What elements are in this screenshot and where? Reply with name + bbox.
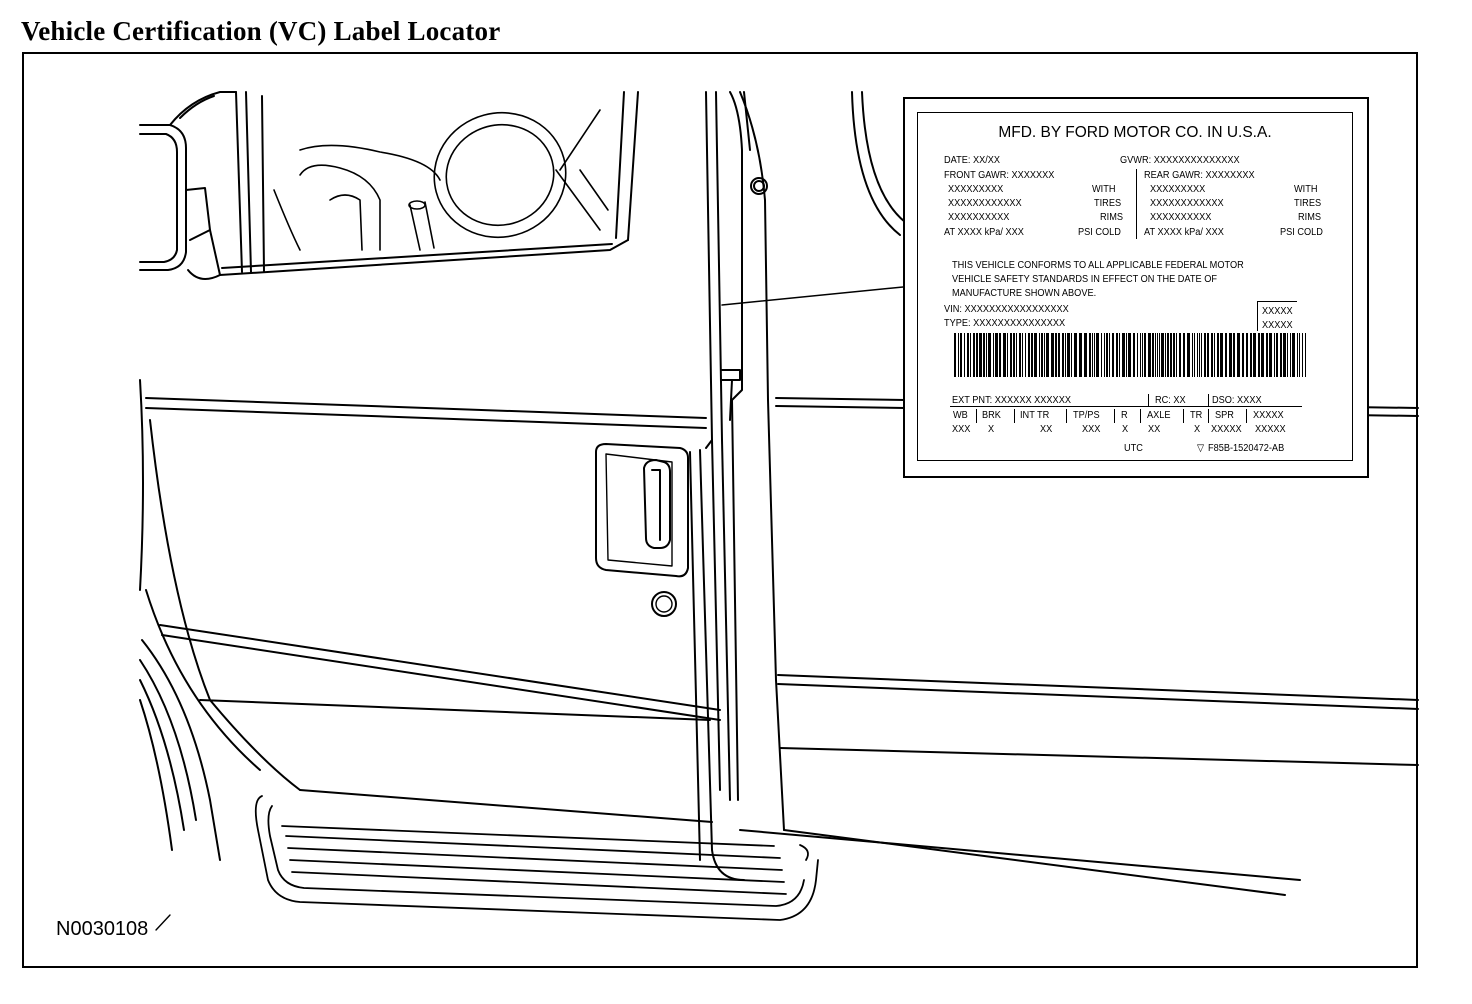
label-rear-tires: TIRES <box>1294 198 1322 209</box>
figure-frame <box>22 52 1418 968</box>
window-frame <box>169 91 639 280</box>
triangle-icon: ▽ <box>1197 443 1205 454</box>
label-val-int-tr: XX <box>1040 424 1053 435</box>
label-hdr-axle: AXLE <box>1147 410 1171 421</box>
vc-label-inner: MFD. BY FORD MOTOR CO. IN U.S.A. DATE: X… <box>917 112 1353 461</box>
label-val-tp-ps: XXX <box>1082 424 1101 435</box>
door-pillar <box>689 91 785 881</box>
label-rear-with: WITH <box>1294 184 1318 195</box>
label-part-number: F85B-1520472-AB <box>1208 443 1285 454</box>
label-rc: RC: XX <box>1155 395 1186 406</box>
label-front-row-2: XXXXXXXXXXXX <box>948 198 1022 209</box>
label-utc: UTC <box>1124 443 1143 454</box>
label-hdr-brk: BRK <box>982 410 1001 421</box>
rear-window <box>851 91 906 236</box>
wheel-arch <box>139 639 221 861</box>
label-val-tr: X <box>1194 424 1201 435</box>
label-gvwr: GVWR: XXXXXXXXXXXXXX <box>1120 155 1240 166</box>
label-header: MFD. BY FORD MOTOR CO. IN U.S.A. <box>998 124 1272 141</box>
running-board <box>254 795 819 921</box>
door-handle <box>595 443 689 578</box>
label-rear-row-1: XXXXXXXXX <box>1150 184 1206 195</box>
label-rear-row-3: XXXXXXXXXX <box>1150 212 1212 223</box>
page-title: Vehicle Certification (VC) Label Locator <box>21 16 501 46</box>
door-lock <box>651 591 677 617</box>
vin-barcode <box>954 333 1306 377</box>
label-rear-row-2: XXXXXXXXXXXX <box>1150 198 1224 209</box>
label-box-1: XXXXX <box>1262 306 1293 317</box>
label-val-r: X <box>1122 424 1129 435</box>
label-type: TYPE: XXXXXXXXXXXXXXX <box>944 318 1066 329</box>
steering-wheel <box>273 109 609 251</box>
label-vin: VIN: XXXXXXXXXXXXXXXXX <box>944 304 1069 315</box>
label-conform-2: VEHICLE SAFETY STANDARDS IN EFFECT ON TH… <box>952 274 1217 285</box>
label-front-row-3: XXXXXXXXXX <box>948 212 1010 223</box>
vc-label: MFD. BY FORD MOTOR CO. IN U.S.A. DATE: X… <box>903 97 1369 478</box>
label-hdr-tr: TR <box>1190 410 1203 421</box>
body-molding <box>159 624 1419 896</box>
label-hdr-extra: XXXXX <box>1253 410 1284 421</box>
label-leader-line <box>721 286 904 306</box>
label-hdr-wb: WB <box>953 410 968 421</box>
label-front-rims: RIMS <box>1100 212 1123 223</box>
label-hdr-tp-ps: TP/PS <box>1073 410 1100 421</box>
label-front-gawr: FRONT GAWR: XXXXXXX <box>944 170 1055 181</box>
label-rear-rims: RIMS <box>1298 212 1321 223</box>
label-front-tires: TIRES <box>1094 198 1122 209</box>
figure-id: N0030108 <box>56 918 149 940</box>
side-mirror <box>139 124 211 271</box>
label-box-2: XXXXX <box>1262 320 1293 331</box>
label-val-brk: X <box>988 424 995 435</box>
label-hdr-spr: SPR <box>1215 410 1234 421</box>
label-front-psi: PSI COLD <box>1078 227 1121 238</box>
label-conform-1: THIS VEHICLE CONFORMS TO ALL APPLICABLE … <box>952 260 1244 271</box>
label-val-wb: XXX <box>952 424 971 435</box>
label-hdr-int-tr: INT TR <box>1020 410 1050 421</box>
label-val-spr: XXXXX <box>1211 424 1242 435</box>
label-conform-3: MANUFACTURE SHOWN ABOVE. <box>952 288 1097 299</box>
label-dso: DSO: XXXX <box>1212 395 1262 406</box>
figure-id-leader <box>155 914 171 931</box>
label-rear-gawr: REAR GAWR: XXXXXXXX <box>1144 170 1255 181</box>
label-val-axle: XX <box>1148 424 1161 435</box>
label-rear-psi: PSI COLD <box>1280 227 1323 238</box>
label-front-row-1: XXXXXXXXX <box>948 184 1004 195</box>
label-val-extra: XXXXX <box>1255 424 1286 435</box>
label-date: DATE: XX/XX <box>944 155 1001 166</box>
label-ext-pnt: EXT PNT: XXXXXX XXXXXX <box>952 395 1071 406</box>
label-front-with: WITH <box>1092 184 1116 195</box>
label-rear-at: AT XXXX kPa/ XXX <box>1144 227 1224 238</box>
label-front-at: AT XXXX kPa/ XXX <box>944 227 1024 238</box>
label-hdr-r: R <box>1121 410 1128 421</box>
